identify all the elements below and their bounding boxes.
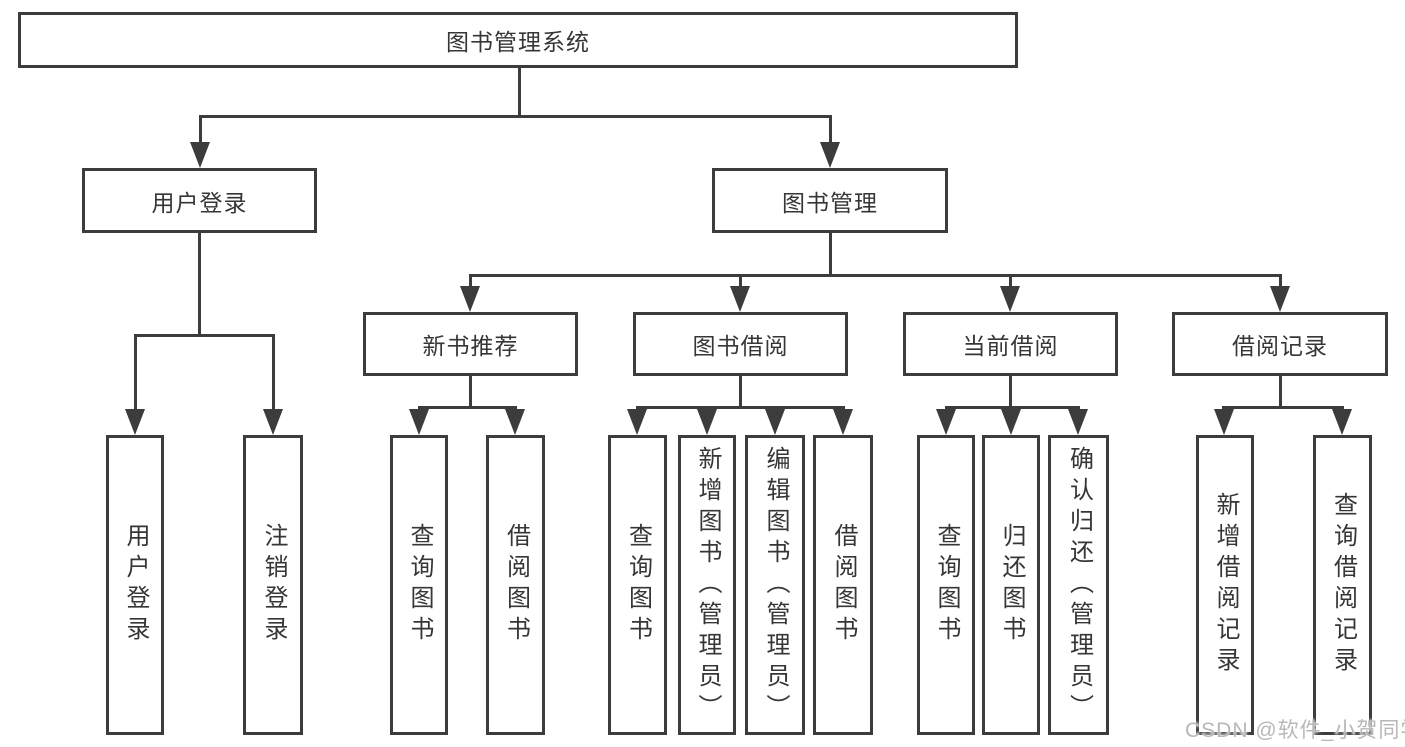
- arrowhead-g4-c2: [1001, 409, 1021, 435]
- arrowhead-g3-c1: [627, 409, 647, 435]
- connector-borrowing-stem: [739, 376, 742, 408]
- arrowhead-g2-c1: [409, 409, 429, 435]
- node-new-book-recommendation-label: 新书推荐: [422, 333, 519, 359]
- node-root-label: 图书管理系统: [446, 29, 590, 55]
- node-query-book-recommend: 查询图书: [390, 435, 448, 735]
- node-new-book-recommendation: 新书推荐: [363, 312, 578, 376]
- connector-records-stem: [1279, 376, 1282, 408]
- connector-user-login-horizontal: [134, 334, 275, 337]
- node-edit-book-admin: 编辑图书（管理员）: [745, 435, 805, 735]
- arrowhead-to-new-book: [460, 286, 480, 312]
- node-query-borrow-record: 查询借阅记录: [1313, 435, 1372, 735]
- connector-level3-horizontal: [469, 274, 1282, 277]
- connector-records-horizontal: [1222, 406, 1343, 409]
- connector-to-borrowing: [739, 274, 742, 290]
- node-borrow-book: 借阅图书: [813, 435, 873, 735]
- node-add-borrow-record: 新增借阅记录: [1196, 435, 1254, 735]
- csdn-watermark: CSDN @软件_小贺同学: [1185, 719, 1405, 742]
- node-return-book: 归还图书: [982, 435, 1040, 735]
- arrowhead-to-user-login: [190, 142, 210, 168]
- connector-to-current: [1009, 274, 1012, 290]
- connector-to-new-book: [469, 274, 472, 290]
- node-add-borrow-record-label: 新增借阅记录: [1212, 492, 1239, 678]
- node-borrowing-records: 借阅记录: [1172, 312, 1388, 376]
- node-book-borrowing-label: 图书借阅: [692, 333, 789, 359]
- node-user-login: 用户登录: [82, 168, 317, 233]
- connector-root-stem: [518, 68, 521, 116]
- arrowhead-g4-c3: [1068, 409, 1088, 435]
- node-logout: 注销登录: [243, 435, 303, 735]
- arrowhead-to-login-leaf: [125, 409, 145, 435]
- node-confirm-return-admin-label: 确认归还（管理员）: [1065, 445, 1093, 725]
- connector-to-logout-leaf: [272, 334, 275, 414]
- arrowhead-to-borrowing: [730, 286, 750, 312]
- node-query-book-borrowing: 查询图书: [608, 435, 667, 735]
- node-query-borrow-record-label: 查询借阅记录: [1329, 492, 1357, 678]
- arrowhead-to-logout-leaf: [263, 409, 283, 435]
- node-borrow-book-recommend: 借阅图书: [486, 435, 545, 735]
- node-borrow-book-label: 借阅图书: [830, 523, 857, 647]
- arrowhead-g3-c2: [697, 409, 717, 435]
- node-edit-book-admin-label: 编辑图书（管理员）: [762, 445, 789, 725]
- node-book-management-label: 图书管理: [782, 189, 878, 216]
- node-current-borrowing: 当前借阅: [903, 312, 1118, 376]
- connector-to-login-leaf: [134, 334, 137, 414]
- connector-current-stem: [1009, 376, 1012, 408]
- node-borrow-book-recommend-label: 借阅图书: [502, 523, 530, 647]
- arrowhead-g3-c4: [833, 409, 853, 435]
- connector-user-login-stem: [198, 233, 201, 335]
- connector-to-user-login: [199, 115, 202, 147]
- node-logout-label: 注销登录: [260, 523, 287, 647]
- arrowhead-to-current: [1000, 286, 1020, 312]
- node-query-book-recommend-label: 查询图书: [406, 523, 433, 647]
- arrowhead-g4-c1: [936, 409, 956, 435]
- node-book-management: 图书管理: [712, 168, 948, 233]
- node-root: 图书管理系统: [18, 12, 1018, 68]
- connector-borrowing-horizontal: [636, 406, 844, 409]
- arrowhead-to-records: [1270, 286, 1290, 312]
- arrowhead-g3-c3: [765, 409, 785, 435]
- arrowhead-g2-c2: [505, 409, 525, 435]
- arrowhead-g5-c1: [1214, 409, 1234, 435]
- connector-book-mgmt-stem: [829, 233, 832, 276]
- node-confirm-return-admin: 确认归还（管理员）: [1048, 435, 1109, 735]
- connector-level1-horizontal: [199, 115, 832, 118]
- node-return-book-label: 归还图书: [998, 523, 1025, 647]
- connector-to-records: [1279, 274, 1282, 290]
- node-query-book-borrowing-label: 查询图书: [624, 523, 652, 647]
- connector-new-book-horizontal: [418, 406, 517, 409]
- connector-to-book-mgmt: [829, 115, 832, 147]
- node-login-label: 用户登录: [122, 523, 149, 647]
- node-user-login-label: 用户登录: [151, 189, 248, 216]
- node-current-borrowing-label: 当前借阅: [962, 333, 1059, 359]
- node-borrowing-records-label: 借阅记录: [1232, 333, 1328, 359]
- node-add-book-admin: 新增图书（管理员）: [678, 435, 736, 735]
- node-query-book-current-label: 查询图书: [933, 523, 960, 647]
- arrowhead-to-book-mgmt: [820, 142, 840, 168]
- node-login: 用户登录: [106, 435, 164, 735]
- node-query-book-current: 查询图书: [917, 435, 975, 735]
- node-add-book-admin-label: 新增图书（管理员）: [694, 445, 721, 725]
- connector-new-book-stem: [469, 376, 472, 408]
- node-book-borrowing: 图书借阅: [633, 312, 848, 376]
- arrowhead-g5-c2: [1332, 409, 1352, 435]
